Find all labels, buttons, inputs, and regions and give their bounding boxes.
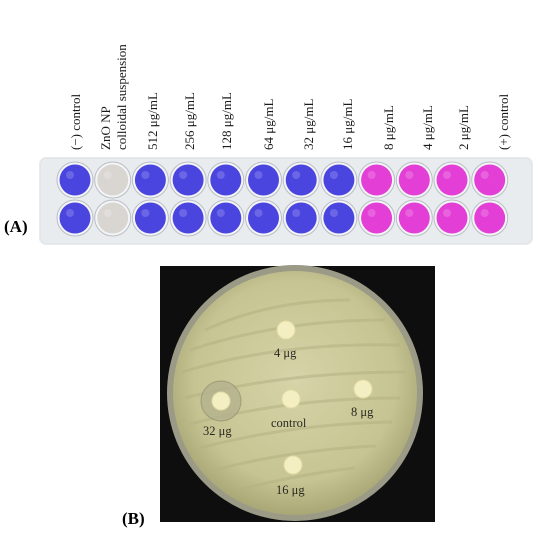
column-labels: (−) control ZnO NP colloidal suspension …: [68, 44, 511, 150]
panel-a: (−) control ZnO NP colloidal suspension …: [4, 44, 533, 245]
well-highlight: [179, 171, 188, 179]
well-highlight: [329, 171, 338, 179]
well-blue: [134, 164, 166, 196]
col-label-64: 64 μg/mL: [261, 99, 276, 150]
col-label-128: 128 μg/mL: [219, 92, 234, 150]
well-blue: [172, 164, 204, 196]
inhibition-zone-edge: [200, 380, 242, 422]
disc-label-8ug: 8 μg: [351, 405, 374, 419]
col-label-256: 256 μg/mL: [182, 92, 197, 150]
well-pink: [361, 202, 393, 234]
col-label-8: 8 μg/mL: [381, 105, 396, 150]
well-highlight: [329, 209, 338, 217]
well-blue: [248, 202, 279, 234]
disc-control: [281, 389, 301, 409]
well-pink: [436, 164, 468, 196]
well-highlight: [443, 209, 451, 217]
well-highlight: [443, 171, 451, 179]
disc-8ug: [353, 379, 373, 399]
disc-32ug: [211, 391, 231, 411]
well-highlight: [103, 171, 112, 179]
col-label-colloidal: colloidal suspension: [114, 44, 129, 150]
panel-a-label: (A): [4, 217, 28, 236]
well-highlight: [254, 171, 263, 179]
well-highlight: [254, 209, 263, 217]
well-highlight: [179, 209, 188, 217]
col-label-zno-np: ZnO NP: [98, 106, 113, 150]
disc-label-32ug: 32 μg: [203, 424, 232, 438]
well-blue: [285, 164, 317, 196]
well-highlight: [292, 171, 301, 179]
streak-texture: [181, 298, 406, 492]
well-pink: [398, 202, 430, 234]
col-label-4: 4 μg/mL: [420, 105, 435, 150]
well-highlight: [141, 209, 150, 217]
well-blue: [248, 164, 279, 196]
well-blue: [285, 202, 317, 234]
well-highlight: [367, 171, 376, 179]
well-blue: [59, 202, 91, 234]
well-pink: [361, 164, 393, 196]
disc-16ug: [283, 455, 303, 475]
well-pink: [474, 164, 506, 196]
well-pink: [436, 202, 468, 234]
col-label-512: 512 μg/mL: [145, 92, 160, 150]
disc-label-16ug: 16 μg: [276, 483, 305, 497]
well-highlight: [405, 209, 414, 217]
col-label-2: 2 μg/mL: [456, 105, 471, 150]
panel-b: 4 μg 8 μg control 32 μg 16 μg (B): [122, 265, 435, 528]
well-blue: [323, 202, 355, 234]
well-highlight: [480, 171, 489, 179]
disc-4ug: [276, 320, 296, 340]
well-white: [97, 202, 129, 234]
well-highlight: [141, 171, 150, 179]
panel-b-label: (B): [122, 509, 145, 528]
well-highlight: [480, 209, 489, 217]
well-highlight: [103, 209, 112, 217]
col-label-pos-control: (+) control: [496, 94, 511, 150]
well-blue: [172, 202, 204, 234]
well-highlight: [66, 209, 74, 217]
well-blue: [323, 164, 355, 196]
well-highlight: [292, 209, 301, 217]
well-blue: [210, 164, 242, 196]
well-grid: [56, 161, 509, 237]
well-highlight: [66, 171, 74, 179]
well-white: [97, 164, 129, 196]
well-highlight: [216, 171, 225, 179]
well-highlight: [405, 171, 414, 179]
well-blue: [59, 164, 91, 196]
col-label-16: 16 μg/mL: [340, 99, 355, 150]
well-highlight: [216, 209, 225, 217]
disc-label-4ug: 4 μg: [274, 346, 297, 360]
well-strip-highlight: [39, 157, 533, 245]
well-pink: [474, 202, 506, 234]
well-blue: [134, 202, 166, 234]
well-pink: [398, 164, 430, 196]
well-blue: [210, 202, 242, 234]
disc-label-control: control: [271, 416, 307, 430]
col-label-32: 32 μg/mL: [301, 99, 316, 150]
well-highlight: [367, 209, 376, 217]
col-label-neg-control: (−) control: [68, 94, 83, 150]
